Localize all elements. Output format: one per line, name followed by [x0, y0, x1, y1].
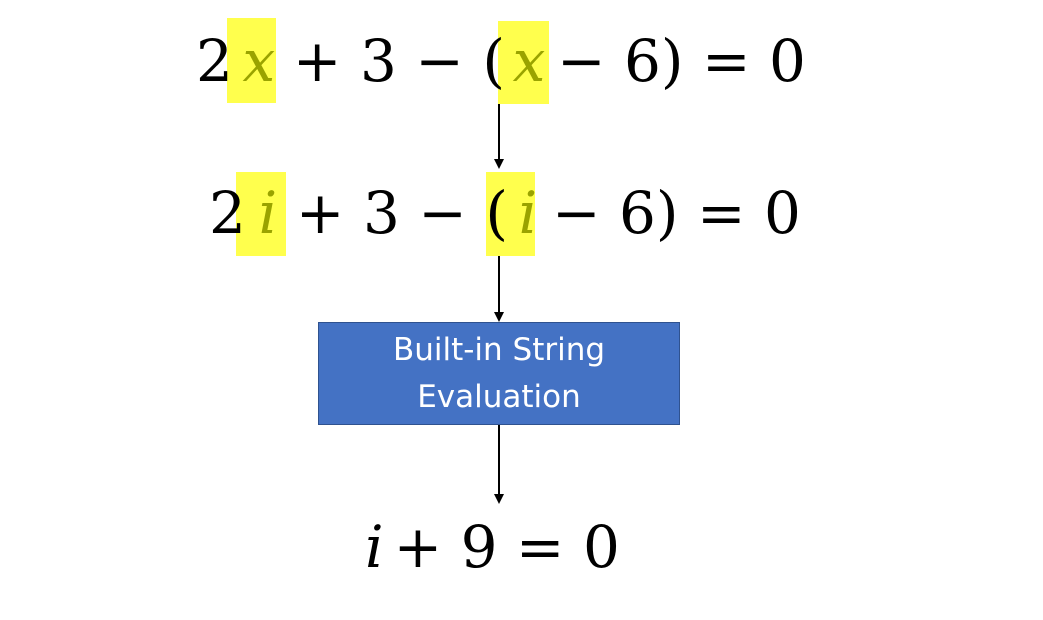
eq3-variable: i: [365, 513, 384, 581]
arrow-1: [498, 104, 500, 160]
eq2-end: − 6) = 0: [551, 179, 801, 247]
eq3-rest: + 9 = 0: [393, 513, 620, 581]
arrow-1-head: [494, 159, 504, 169]
arrow-3: [498, 425, 500, 495]
eq2-coefficient: 2: [209, 179, 246, 247]
eq2-variable-2: i: [518, 179, 538, 247]
arrow-2-head: [494, 312, 504, 322]
box-label-line-1: Built-in String: [392, 332, 606, 368]
box-label-line-2: Evaluation: [417, 378, 581, 415]
eq1-coefficient: 2: [196, 27, 233, 95]
highlight-x-2: [498, 21, 549, 104]
string-evaluation-box: Built-in String Evaluation: [318, 322, 680, 425]
eq1-variable: x: [242, 27, 276, 95]
eq1-variable-2: x: [512, 27, 546, 95]
equation-result: i+ 9 = 0: [365, 518, 620, 576]
eq2-variable: i: [258, 179, 278, 247]
eq2-middle: + 3 − (: [295, 179, 508, 247]
highlight-x-1: [227, 18, 276, 103]
highlight-i-2: [486, 172, 535, 256]
highlight-i-1: [236, 172, 286, 256]
eq1-end: − 6) = 0: [556, 27, 806, 95]
arrow-2: [498, 256, 500, 312]
arrow-3-head: [494, 494, 504, 504]
eq1-middle: + 3 − (: [292, 27, 505, 95]
